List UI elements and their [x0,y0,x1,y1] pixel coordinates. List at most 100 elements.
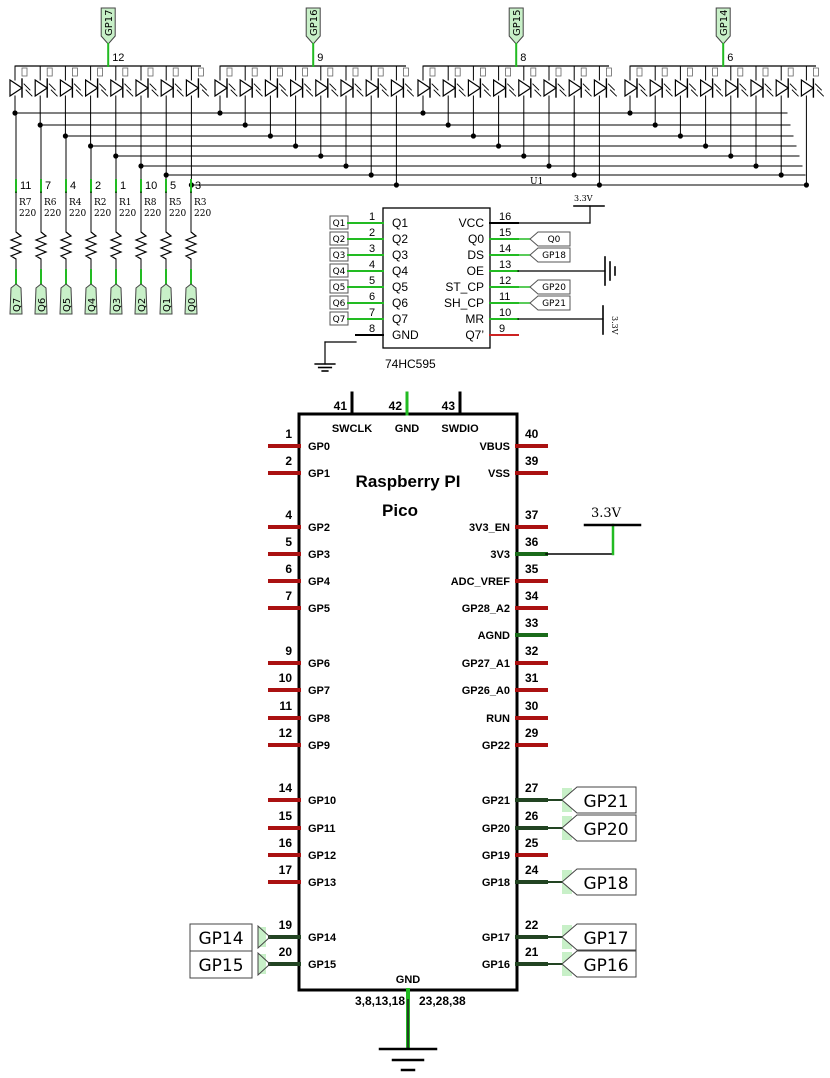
led-marker [97,67,103,77]
ic-pin-number: 8 [369,323,375,335]
led-marker [197,67,204,77]
led-marker [661,67,668,77]
pico-pin-number: 9 [285,644,292,658]
led-diode [315,65,339,157]
ic-right-pin: 9Q7’ [465,323,519,342]
led-triangle [214,78,229,98]
pico-pin-name: GP2 [308,522,330,534]
pico-pin-number: 20 [279,945,293,959]
led-diode [624,65,648,114]
ic-pin-number: 4 [369,259,375,271]
pico-pin-number: 37 [525,508,539,522]
led-arrow [329,83,337,91]
ic-pin-number: 7 [369,307,375,319]
pico-pin-name: GP9 [308,740,330,752]
led-arrow [406,89,415,97]
led-marker [687,67,693,77]
led-triangle [340,78,355,98]
led-arrow [582,83,590,91]
pico-pin-name: GP0 [308,441,330,453]
ic-pin-number: 13 [499,259,511,271]
led-diode [135,65,159,167]
ic-pin-name: Q6 [392,296,408,310]
led-arrow [201,89,210,97]
led-triangle [417,78,432,98]
led-diode [239,65,263,126]
led-arrow [151,89,159,97]
led-arrow [303,83,312,91]
pico-pin-number: 41 [334,399,348,413]
pico-pin-name: 3V3 [490,549,510,561]
ic-pin-name: MR [465,312,484,326]
pico-pin-number: 4 [285,508,292,522]
resistor-zigzag [159,231,173,260]
pico-pin-name: GP3 [308,549,330,561]
vcc-label: 3.3V [574,194,593,203]
led-triangle [290,78,304,98]
pico-pin-name: GP26_A0 [462,685,510,697]
ic-pin-number: 6 [369,291,375,303]
led-diode [649,65,673,126]
resistor-pin-number: 3 [195,180,201,192]
led-diode [800,65,825,186]
net-label-box [561,868,637,896]
led-arrow [75,89,84,97]
pico-pin-number: 12 [279,726,293,740]
led-triangle [9,78,24,98]
pico-pin-number: 34 [525,589,539,603]
led-diode [59,65,84,137]
net-label-box [561,923,637,951]
net-label-shape [159,283,173,315]
pico-pin-name: AGND [478,630,510,642]
resistor-pin-number: 4 [70,180,76,192]
resistor-zigzag [9,231,23,260]
ic-pin-name: OE [467,264,484,278]
ic-pin-number: 14 [499,243,511,255]
pico-pin-number: 15 [279,809,293,823]
led-diode [85,65,109,147]
pico-pin-number: 32 [525,644,539,658]
led-marker [606,67,612,77]
ic-pin-name: Q7’ [465,328,484,342]
bus-junction [62,133,68,139]
resistor-zigzag [34,231,48,260]
pico-board: Raspberry PIPico41SWCLK42GND43SWDIO1GP02… [189,391,637,1008]
net-label-text: Q5 [333,283,346,293]
led-marker [72,67,78,77]
led-arrow [174,83,182,91]
ic-pin-name: Q4 [392,264,408,278]
led-triangle [568,78,583,98]
led-marker [636,67,643,77]
resistor-value: 220 [119,209,136,219]
led-arrow [100,89,109,97]
led-triangle [649,78,664,98]
led-diode [518,65,542,157]
resistor-pin-number: 1 [120,180,126,192]
pico-pin-number: 40 [525,427,539,441]
resistor-pin-number: 11 [20,180,31,192]
resistor-net-label: Q3 [112,298,123,312]
led-arrow [25,89,33,97]
net-label-text: Q3 [333,251,346,261]
net-label-box [189,950,253,979]
led-arrow [584,89,592,97]
pico-pin-number: 31 [525,671,539,685]
ic-pin-name: VCC [459,216,485,230]
net-highlight [258,954,266,974]
resistor-pin-number: 2 [95,180,101,192]
